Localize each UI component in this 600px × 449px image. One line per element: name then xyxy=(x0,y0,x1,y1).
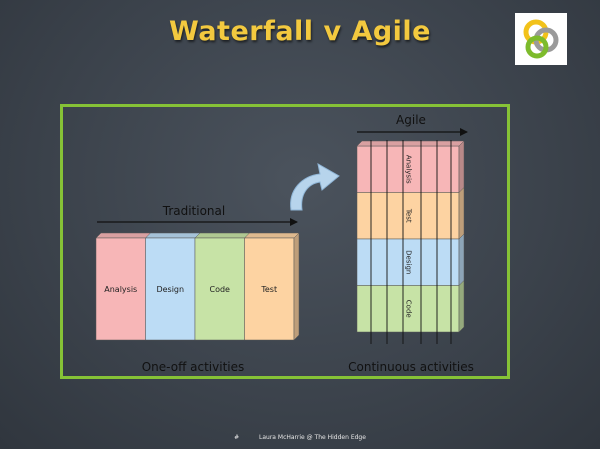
phase-front-face xyxy=(356,285,460,333)
agile-caption: Continuous activities xyxy=(348,360,474,374)
curved-arrow-icon xyxy=(290,163,340,211)
traditional-phase-design: Design xyxy=(144,232,201,341)
slide-footer: # Laura McHarrie @ The Hidden Edge xyxy=(0,434,600,441)
phase-top-face xyxy=(95,232,152,239)
agile-phase-test: Test xyxy=(356,186,465,240)
traditional-phase-analysis: Analysis xyxy=(95,232,152,341)
agile-phase-label: Test xyxy=(405,208,413,223)
agile-iteration-lines xyxy=(370,140,452,344)
traditional-phase-test: Test xyxy=(243,232,300,341)
phase-front-face xyxy=(145,237,196,341)
phase-top-face xyxy=(356,140,465,147)
phase-front-face xyxy=(95,237,146,341)
phase-top-face xyxy=(144,232,201,239)
linked-rings-icon xyxy=(523,19,559,59)
logo xyxy=(515,13,567,65)
phase-front-face xyxy=(356,145,460,193)
slide-number: # xyxy=(234,434,240,441)
phase-side-face xyxy=(458,279,465,333)
agile-phase-label: Design xyxy=(405,250,413,274)
agile-phase-code: Code xyxy=(356,279,465,333)
traditional-timeline: Traditional xyxy=(97,204,298,226)
phase-front-face xyxy=(356,238,460,286)
agile-label: Agile xyxy=(396,113,426,127)
phase-front-face xyxy=(356,192,460,240)
traditional-phase-code: Code xyxy=(194,232,251,341)
diagram-frame xyxy=(60,104,510,379)
phase-side-face xyxy=(293,232,300,341)
slide-title: Waterfall v Agile xyxy=(169,16,431,47)
traditional-phase-label: Test xyxy=(260,285,277,294)
traditional-phase-label: Code xyxy=(210,285,231,294)
traditional-caption: One-off activities xyxy=(142,360,245,374)
agile-timeline: Agile xyxy=(357,113,468,136)
agile-phase-analysis: Analysis xyxy=(356,140,465,194)
footer-credit: Laura McHarrie @ The Hidden Edge xyxy=(259,434,366,441)
phase-top-face xyxy=(243,232,300,239)
phase-side-face xyxy=(458,186,465,240)
agile-phase-design: Design xyxy=(356,233,465,287)
traditional-phase-label: Analysis xyxy=(104,285,137,294)
phase-side-face xyxy=(458,140,465,194)
phase-top-face xyxy=(194,232,251,239)
agile-phase-label: Code xyxy=(405,300,413,318)
traditional-label: Traditional xyxy=(162,204,225,218)
phase-side-face xyxy=(458,233,465,287)
traditional-phases: Analysis Design Code Test xyxy=(95,232,300,341)
traditional-phase-label: Design xyxy=(156,285,184,294)
agile-phase-label: Analysis xyxy=(405,155,413,184)
